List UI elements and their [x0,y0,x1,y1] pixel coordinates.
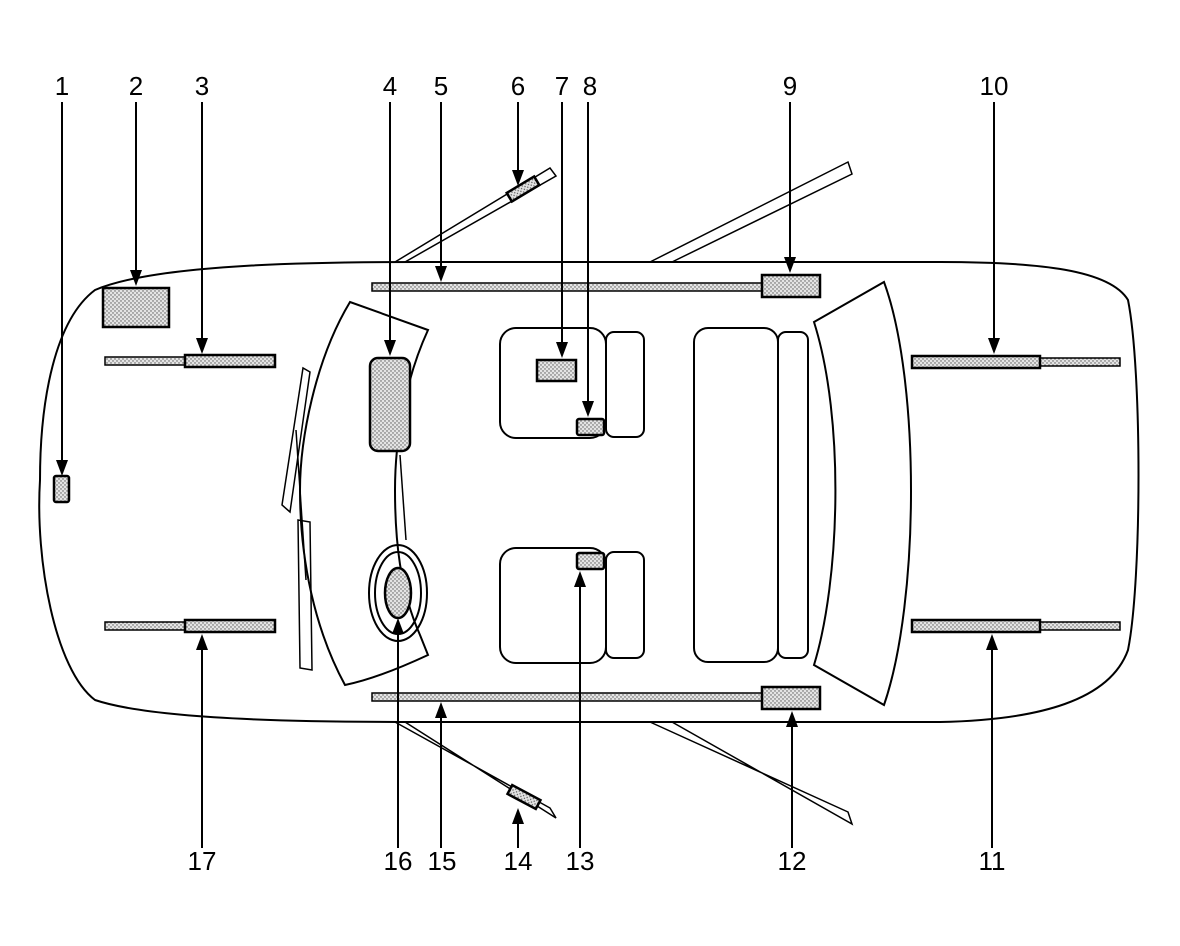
callout-8: 8 [583,71,597,101]
callout-9: 9 [783,71,797,101]
front-right-door-open [394,721,557,819]
rear-right-door-open [649,721,854,826]
callout-13: 13 [566,846,595,876]
component-14 [505,783,543,811]
front-right-seat [499,547,645,664]
component-16 [383,566,413,620]
windshield-wipers [281,366,313,671]
component-11 [910,618,1042,634]
leader-lines [56,102,1000,848]
component-8 [575,417,606,437]
component-13 [575,551,606,571]
component-7 [535,358,578,383]
component-10 [910,354,1042,370]
vehicle-body [38,261,1140,723]
windshield [298,300,430,687]
callout-11: 11 [979,846,1006,876]
callout-12: 12 [778,846,807,876]
component-17 [183,618,277,634]
callout-15: 15 [428,846,457,876]
component-15-rail [371,692,765,702]
callout-1: 1 [55,71,69,101]
component-12 [760,685,822,711]
rear-window [812,280,912,707]
component-1 [52,474,71,504]
callout-16: 16 [384,846,413,876]
callout-4: 4 [383,71,397,101]
callout-2: 2 [129,71,143,101]
callout-numbers: 1 2 3 4 5 6 7 8 9 10 17 16 15 14 13 12 1… [55,71,1009,876]
callout-10: 10 [980,71,1009,101]
callout-17: 17 [188,846,217,876]
callout-7: 7 [555,71,569,101]
component-2 [101,286,171,329]
component-6 [504,174,542,204]
dashboard-line [399,454,407,541]
component-9 [760,273,822,299]
rear-left-door-open [649,160,853,263]
callout-3: 3 [195,71,209,101]
callout-5: 5 [434,71,448,101]
component-4 [368,356,412,453]
front-left-seat [499,327,645,439]
rear-bench-seat [693,327,809,663]
component-3 [183,353,277,369]
component-5-rail [371,282,765,292]
callout-14: 14 [504,846,533,876]
front-left-door-open [394,167,558,263]
callout-6: 6 [511,71,525,101]
